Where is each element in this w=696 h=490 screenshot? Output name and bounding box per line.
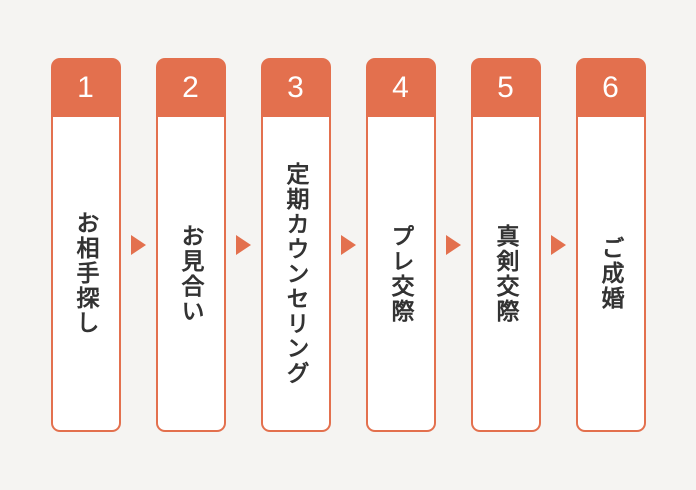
flow-step-card-6: 6 ご成婚 xyxy=(575,58,646,432)
arrow-right-icon xyxy=(550,235,566,255)
step-body: ご成婚 xyxy=(575,117,646,432)
step-label: プレ交際 xyxy=(388,223,414,324)
step-number-badge: 6 xyxy=(575,58,646,117)
step-body: 定期カウンセリング xyxy=(260,117,331,432)
step-body: お見合い xyxy=(155,117,226,432)
arrow-right-icon xyxy=(130,235,146,255)
flow-step-card-5: 5 真剣交際 xyxy=(470,58,541,432)
step-number-badge: 1 xyxy=(50,58,121,117)
arrow-right-icon xyxy=(235,235,251,255)
flow-step-card-4: 4 プレ交際 xyxy=(365,58,436,432)
step-label: 定期カウンセリング xyxy=(283,161,309,386)
step-number-badge: 4 xyxy=(365,58,436,117)
step-body: プレ交際 xyxy=(365,117,436,432)
arrow-cell xyxy=(541,58,576,432)
step-number: 5 xyxy=(497,70,514,104)
arrow-cell xyxy=(331,58,366,432)
flow-step-card-3: 3 定期カウンセリング xyxy=(260,58,331,432)
flow-step-card-1: 1 お相手探し xyxy=(50,58,121,432)
step-number-badge: 2 xyxy=(155,58,226,117)
step-number-badge: 5 xyxy=(470,58,541,117)
step-number-badge: 3 xyxy=(260,58,331,117)
arrow-cell xyxy=(226,58,261,432)
step-label: ご成婚 xyxy=(598,236,624,311)
step-number: 1 xyxy=(77,70,94,104)
step-body: 真剣交際 xyxy=(470,117,541,432)
step-number: 2 xyxy=(182,70,199,104)
arrow-cell xyxy=(436,58,471,432)
arrow-cell xyxy=(121,58,156,432)
step-number: 4 xyxy=(392,70,409,104)
arrow-right-icon xyxy=(340,235,356,255)
step-number: 6 xyxy=(602,70,619,104)
flow-step-card-2: 2 お見合い xyxy=(155,58,226,432)
step-label: 真剣交際 xyxy=(493,223,519,324)
step-number: 3 xyxy=(287,70,304,104)
step-label: お見合い xyxy=(178,223,204,324)
step-label: お相手探し xyxy=(73,211,99,336)
flow-steps-row: 1 お相手探し 2 お見合い 3 定期カウンセリング xyxy=(0,58,696,432)
step-body: お相手探し xyxy=(50,117,121,432)
arrow-right-icon xyxy=(445,235,461,255)
